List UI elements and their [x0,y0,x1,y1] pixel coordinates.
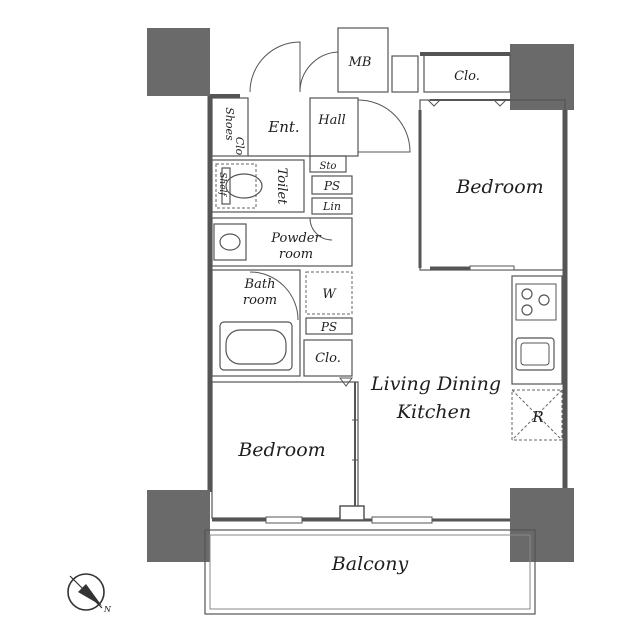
room-label-closet-lower: Clo. [315,351,341,366]
bath-door-swing [249,271,299,321]
room-label-linen: Lin [322,200,341,213]
shoes-closet [211,97,249,157]
compass-north-label: N [103,605,112,614]
room-label-shoes-2: Clo [233,137,246,156]
stove-icon [515,283,557,321]
room-label-closet-top: Clo. [454,69,480,84]
room-label-shoes-1: Shoes [223,107,236,141]
room-label-ps-lower: PS [320,320,337,334]
room-label-ps-upper: PS [323,179,340,193]
room-label-toilet: Toilet [274,168,289,205]
entrance-door-swing [249,41,301,93]
column-top-left [147,28,210,96]
room-label-entrance: Ent. [267,118,299,136]
powder-door-swing [309,217,333,241]
room-label-shelf: Shelf [217,172,227,197]
column-bottom-right [510,488,574,562]
room-label-bath-2: room [243,293,277,308]
room-label-bedroom-upper: Bedroom [455,176,543,198]
sink-icon [515,337,555,371]
room-label-washer: W [322,287,337,302]
column-bottom-left [147,490,210,562]
room-label-balcony: Balcony [331,553,409,575]
room-label-storage: Sto [320,161,337,172]
powder-room [211,217,353,267]
meter-box [337,27,389,93]
hall-door-swing [357,99,411,153]
kitchen-counter [511,275,563,385]
room-label-powder-1: Powder [270,231,321,246]
room-label-hall: Hall [317,113,345,128]
room-label-fridge: R [531,408,543,426]
room-label-ldk-2: Kitchen [396,401,471,423]
closet-lower [303,339,353,377]
column-top-right [510,44,574,110]
washbasin-icon [213,223,247,261]
room-label-ldk-1: Living Dining [370,373,501,395]
room-label-bedroom-lower: Bedroom [237,439,325,461]
toilet-room [211,159,305,213]
duct-box [391,55,419,93]
fridge-space [511,389,563,441]
room-label-mb: MB [348,55,372,70]
balcony [204,529,536,615]
washer-space [305,271,353,315]
storage [309,155,347,173]
mb-door-swing [299,51,339,93]
toilet-icon [215,163,263,209]
bathtub-icon [219,321,293,371]
pipe-space-lower [305,317,353,335]
closet-top [423,53,511,93]
compass-icon [67,573,105,611]
room-label-powder-2: room [279,247,313,262]
bathroom [211,269,301,377]
pipe-space-upper [311,175,353,195]
room-label-bath-1: Bath [244,277,276,292]
linen-closet [311,197,353,215]
